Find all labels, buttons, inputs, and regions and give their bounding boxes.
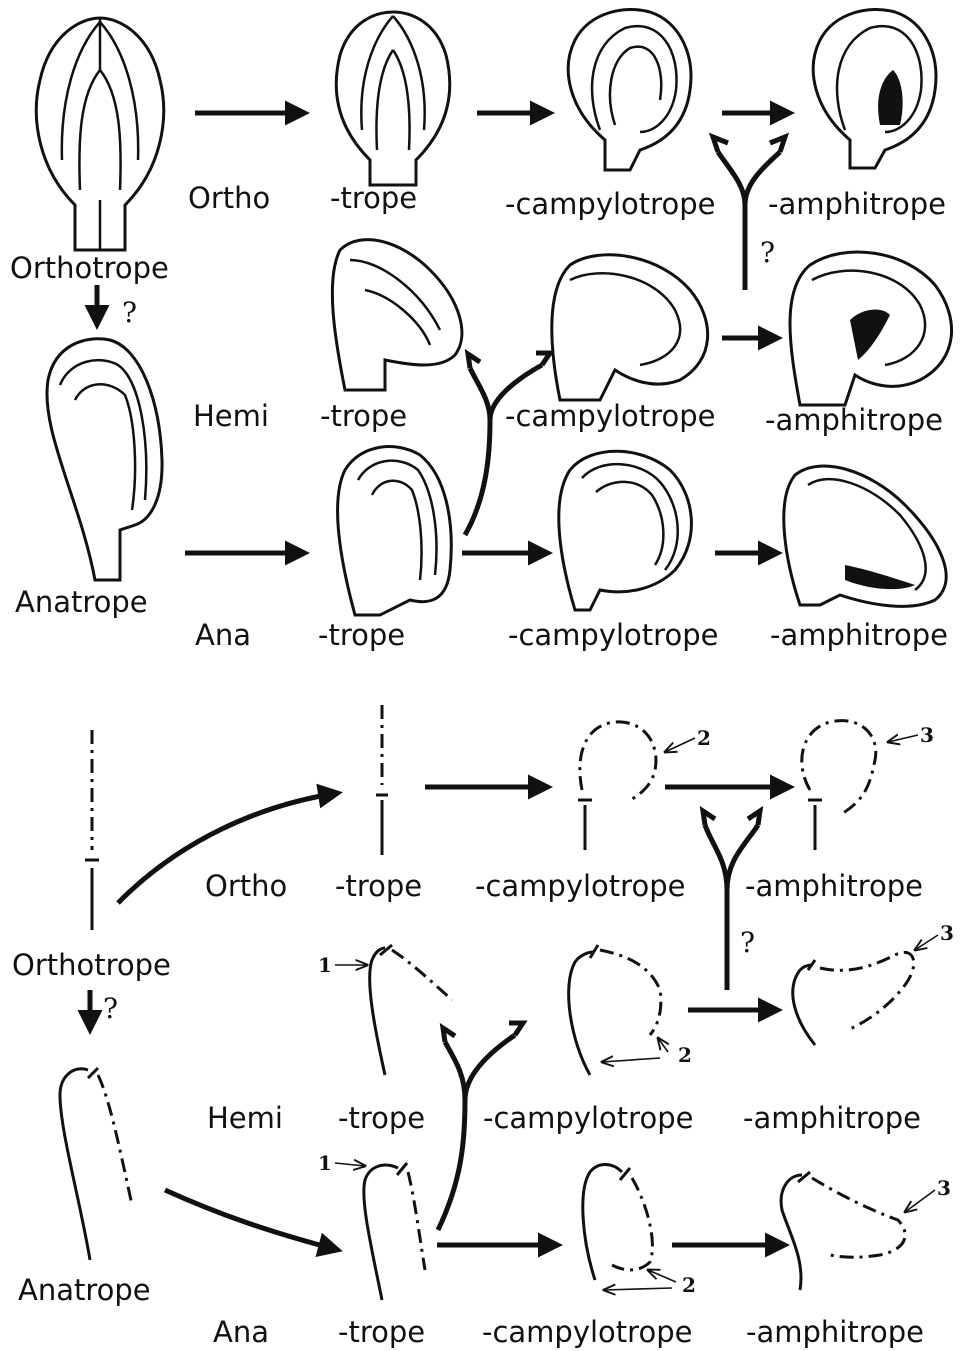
ana-trope-ovule-figure — [338, 447, 452, 615]
label-anatrope: Anatrope — [15, 585, 148, 619]
label-trope: -trope — [318, 618, 405, 652]
label-campylotrope: -campylotrope — [508, 618, 718, 652]
label-anatrope: Anatrope — [18, 1273, 151, 1307]
orthotrope-ovule-figure — [36, 18, 163, 250]
label-amphitrope: -amphitrope — [743, 1101, 921, 1135]
ana-amphitrope-ovule-figure — [784, 466, 946, 606]
label-ana: Ana — [195, 618, 251, 652]
label-ortho: Ortho — [188, 181, 270, 215]
label-trope: -trope — [338, 1315, 425, 1349]
label-orthotrope: Orthotrope — [10, 251, 169, 285]
ortho-trope-schematic — [376, 705, 388, 855]
question-mark: ? — [122, 296, 137, 329]
arrow-fork-top-hemi — [465, 365, 542, 535]
bottom-panel: 2 3 1 2 — [12, 705, 954, 1349]
hemi-campylotrope-schematic: 2 — [569, 945, 692, 1075]
question-mark: ? — [103, 992, 118, 1025]
ortho-trope-ovule-figure — [336, 12, 450, 185]
marker-2: 2 — [697, 726, 711, 750]
label-trope: -trope — [338, 1101, 425, 1135]
marker-2: 2 — [682, 1273, 696, 1297]
anatrope-ovule-figure — [47, 339, 162, 580]
ana-campylotrope-ovule-figure — [559, 451, 692, 610]
ortho-campylotrope-ovule-figure — [568, 9, 691, 170]
label-campylotrope: -campylotrope — [475, 869, 685, 903]
orthotrope-schematic — [85, 730, 99, 930]
label-amphitrope: -amphitrope — [768, 187, 946, 221]
label-amphitrope: -amphitrope — [765, 403, 943, 437]
ana-amphitrope-schematic: 3 — [781, 1172, 951, 1290]
marker-2: 2 — [678, 1043, 692, 1067]
label-trope: -trope — [335, 869, 422, 903]
ana-trope-schematic: 1 — [318, 1151, 425, 1300]
label-ortho: Ortho — [205, 869, 287, 903]
marker-3: 3 — [937, 1176, 951, 1200]
label-campylotrope: -campylotrope — [483, 1101, 693, 1135]
label-hemi: Hemi — [193, 399, 269, 433]
label-campylotrope: -campylotrope — [482, 1315, 692, 1349]
label-orthotrope: Orthotrope — [12, 948, 171, 982]
ortho-amphitrope-schematic: 3 — [802, 721, 934, 850]
label-ana: Ana — [213, 1315, 269, 1349]
bottom-arrows — [90, 787, 790, 1250]
hemi-amphitrope-schematic: 3 — [793, 921, 954, 1045]
label-hemi: Hemi — [207, 1101, 283, 1135]
label-campylotrope: -campylotrope — [505, 399, 715, 433]
anatrope-schematic — [60, 1068, 132, 1260]
hemi-trope-schematic: 1 — [318, 945, 452, 1075]
hemi-campylotrope-ovule-figure — [552, 255, 708, 400]
hemi-amphitrope-ovule-figure — [790, 252, 952, 405]
label-amphitrope: -amphitrope — [770, 618, 948, 652]
top-panel: Orthotrope ? Ortho -trope -campylotrope … — [10, 9, 952, 652]
ana-campylotrope-schematic: 2 — [583, 1165, 696, 1298]
label-amphitrope: -amphitrope — [745, 869, 923, 903]
label-campylotrope: -campylotrope — [505, 187, 715, 221]
question-mark: ? — [760, 236, 775, 269]
label-amphitrope: -amphitrope — [746, 1315, 924, 1349]
label-trope: -trope — [320, 399, 407, 433]
marker-1: 1 — [318, 953, 332, 977]
marker-3: 3 — [920, 723, 934, 747]
arrow-fork-top-amphi — [718, 152, 780, 290]
ortho-amphitrope-ovule-figure — [813, 9, 936, 168]
hemi-trope-ovule-figure — [332, 240, 462, 390]
marker-3: 3 — [940, 921, 954, 945]
arrow-anatrope-to-ana-trope — [165, 1190, 338, 1250]
arrow-fork-bottom-amphi — [705, 825, 758, 990]
marker-1: 1 — [318, 1151, 332, 1175]
question-mark: ? — [740, 926, 755, 959]
label-trope: -trope — [330, 181, 417, 215]
